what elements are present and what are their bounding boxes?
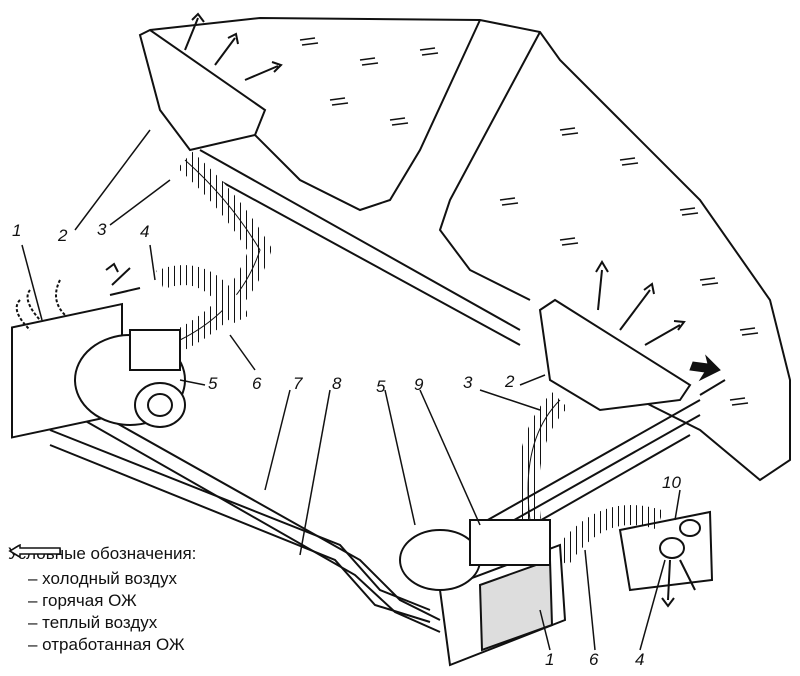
callout-tap-right: 4 [635,650,645,669]
hot-coolant-inlet-arrow [689,354,726,396]
callout-defroster-left: 2 [58,226,68,245]
callout-pipe-9: 9 [414,375,424,394]
callout-return-pipe: 8 [332,374,342,393]
windshield-outline [149,16,791,482]
hoses [156,151,664,566]
legend-item-warm-air: – теплый воздух [8,544,196,634]
cold-air-intake-arrows [15,279,66,331]
right-defroster-nozzle [538,298,692,412]
callout-supply-pipe: 7 [293,374,303,393]
callout-fan-right: 5 [376,377,386,396]
callout-hose-left: 3 [97,220,107,239]
leader-lines [21,129,681,651]
callout-duct-right: 6 [589,650,599,669]
legend-item-spent-coolant: – отработанная ОЖ [8,544,196,656]
legend-label-cold-air: – холодный воздух [28,569,177,588]
left-heater-unit [11,302,186,439]
spent-coolant-arrow-icon [8,544,61,558]
callout-heater-left: 1 [12,221,22,240]
coolant-pipes [39,379,701,633]
legend-item-cold-air: – холодный воздух [8,544,196,590]
tap-valve [618,510,714,592]
callout-hose-right: 3 [463,373,473,392]
callout-tap-valve: 10 [662,473,681,492]
callout-heater-right: 1 [545,650,555,669]
right-heater-unit [399,519,567,667]
warm-air-arrows-top [105,12,696,608]
callout-fan-left: 5 [208,374,218,393]
callout-defroster-right: 2 [505,372,515,391]
legend-label-spent-coolant: – отработанная ОЖ [28,635,185,654]
legend-label-warm-air: – теплый воздух [28,613,158,632]
legend-label-hot-coolant: – горячая ОЖ [28,591,137,610]
callout-duct-left: 6 [252,374,262,393]
legend-item-hot-coolant: – горячая ОЖ [8,544,196,612]
legend: Условные обозначения: – холодный воздух … [8,544,196,656]
callout-tap-left: 4 [140,222,150,241]
left-defroster-nozzle [138,28,267,152]
glass-hatching [299,37,759,406]
